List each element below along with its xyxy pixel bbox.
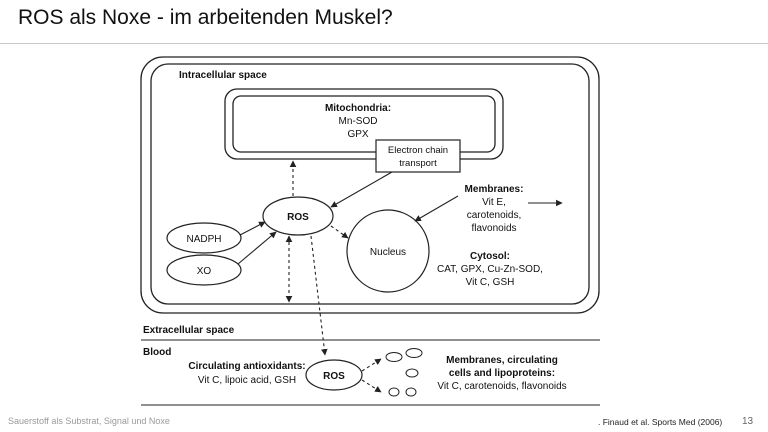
xo-ellipse bbox=[166, 254, 242, 286]
nucleus-circle bbox=[346, 209, 430, 293]
cytosol-title: Cytosol: bbox=[470, 251, 510, 262]
page-number: 13 bbox=[742, 416, 754, 427]
electron-chain-line: Electron chain bbox=[388, 145, 448, 156]
cytosol-item: CAT, GPX, Cu-Zn-SOD, bbox=[437, 264, 543, 275]
arrow-electron-to-ros bbox=[330, 171, 393, 208]
footer-left-text: Sauerstoff als Substrat, Signal und Noxe bbox=[8, 416, 170, 426]
blood-cell-shape bbox=[405, 368, 419, 378]
arrow-ros-to-nucleus bbox=[330, 225, 349, 239]
mitochondria-outer bbox=[224, 88, 504, 160]
cell-outer-border bbox=[140, 56, 600, 314]
citation: . Finaud et al. Sports Med (2006) bbox=[598, 417, 723, 427]
arrow-nadph-to-ros bbox=[239, 221, 266, 236]
blood-membranes-title: cells and lipoproteins: bbox=[449, 368, 555, 379]
nadph-label: NADPH bbox=[186, 234, 221, 245]
blood-cell-shape bbox=[405, 387, 417, 397]
arrow-ros-blood-up bbox=[361, 358, 382, 372]
arrow-xo-to-ros bbox=[237, 231, 277, 265]
ros-blood-label: ROS bbox=[323, 371, 345, 382]
arrow-membranes-to-nucleus bbox=[414, 195, 459, 222]
blood-cell-shape bbox=[405, 348, 423, 358]
mitochondria-item: GPX bbox=[347, 129, 368, 140]
membranes-title: Membranes: bbox=[465, 184, 524, 195]
slide-title: ROS als Noxe - im arbeitenden Muskel? bbox=[18, 6, 393, 29]
cell-inner-border bbox=[150, 63, 590, 305]
electron-chain-box bbox=[375, 139, 461, 173]
blood-membranes-title: Membranes, circulating bbox=[446, 355, 558, 366]
arrow-ros-blood-down bbox=[361, 379, 382, 393]
mitochondria-item: Mn-SOD bbox=[339, 116, 378, 127]
circulating-title: Circulating antioxidants: bbox=[188, 361, 305, 372]
membranes-item: carotenoids, bbox=[467, 210, 521, 221]
extracellular-label: Extracellular space bbox=[143, 325, 235, 336]
blood-label: Blood bbox=[143, 347, 171, 358]
circulating-item: Vit C, lipoic acid, GSH bbox=[198, 375, 296, 386]
nadph-ellipse bbox=[166, 222, 242, 254]
electron-chain-line: transport bbox=[399, 158, 437, 169]
mitochondria-inner bbox=[232, 95, 496, 153]
xo-label: XO bbox=[197, 266, 212, 277]
membranes-item: flavonoids bbox=[471, 223, 516, 234]
arrow-ros-to-blood bbox=[310, 235, 328, 356]
mitochondria-title: Mitochondria: bbox=[325, 103, 391, 114]
nucleus-label: Nucleus bbox=[370, 247, 406, 258]
membranes-item: Vit E, bbox=[482, 197, 506, 208]
ros-cell-label: ROS bbox=[287, 212, 309, 223]
cytosol-item: Vit C, GSH bbox=[466, 277, 515, 288]
blood-cell-shape bbox=[388, 387, 400, 397]
ros-blood-ellipse bbox=[305, 359, 363, 391]
ros-cell-ellipse bbox=[262, 196, 334, 236]
blood-cell-shape bbox=[385, 352, 403, 362]
blood-membranes-item: Vit C, carotenoids, flavonoids bbox=[437, 381, 566, 392]
intracellular-label: Intracellular space bbox=[179, 70, 267, 81]
title-divider bbox=[0, 43, 768, 44]
